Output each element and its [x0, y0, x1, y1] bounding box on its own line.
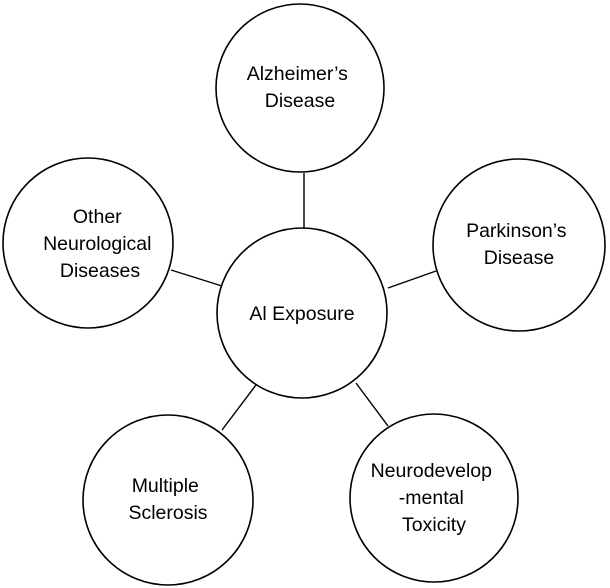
node-circle-multiple-sclerosis: [82, 414, 254, 586]
connector-neurodevelopmental: [355, 382, 389, 427]
node-label-line: Disease: [265, 90, 335, 112]
node-label-line: Multiple: [132, 475, 199, 497]
node-parkinsons: Parkinson’s Disease: [432, 158, 606, 332]
connector-other-neurological: [170, 269, 223, 287]
connector-multiple-sclerosis: [221, 384, 257, 431]
node-label-line: -mental: [399, 487, 464, 509]
center-node: Al Exposure: [216, 227, 388, 399]
node-circle-other-neurological: [2, 157, 174, 329]
node-circle-parkinsons: [432, 158, 606, 332]
node-label-parkinsons: Parkinson’s Disease: [466, 220, 572, 269]
center-circle: [216, 227, 388, 399]
node-label-line: Diseases: [60, 260, 140, 282]
node-circle-neurodevelopmental: [349, 413, 519, 583]
node-circle-alzheimers: [215, 3, 385, 173]
node-label-line: Toxicity: [402, 514, 466, 536]
node-label-line: Neurological: [43, 233, 151, 255]
node-label-line: Alzheimer’s: [247, 63, 348, 85]
node-label-alzheimers: Alzheimer’s Disease: [247, 63, 354, 112]
node-label-line: Neurodevelop: [371, 460, 493, 482]
connectors: [170, 173, 437, 431]
node-neurodevelopmental: Neurodevelop -mental Toxicity: [349, 413, 519, 583]
node-label-line: Other: [73, 206, 122, 228]
center-label-line: Al Exposure: [249, 303, 354, 325]
node-multiple-sclerosis: Multiple Sclerosis: [82, 414, 254, 586]
node-other-neurological: Other Neurological Diseases: [2, 157, 174, 329]
node-alzheimers: Alzheimer’s Disease: [215, 3, 385, 173]
node-label-multiple-sclerosis: Multiple Sclerosis: [128, 475, 207, 524]
node-label-line: Disease: [484, 247, 554, 269]
node-label-line: Sclerosis: [128, 502, 207, 524]
node-label-line: Parkinson’s: [466, 220, 567, 242]
node-label-other-neurological: Other Neurological Diseases: [43, 206, 157, 282]
center-label: Al Exposure: [249, 303, 354, 325]
connector-parkinsons: [387, 270, 437, 289]
node-label-neurodevelopmental: Neurodevelop -mental Toxicity: [371, 460, 498, 536]
